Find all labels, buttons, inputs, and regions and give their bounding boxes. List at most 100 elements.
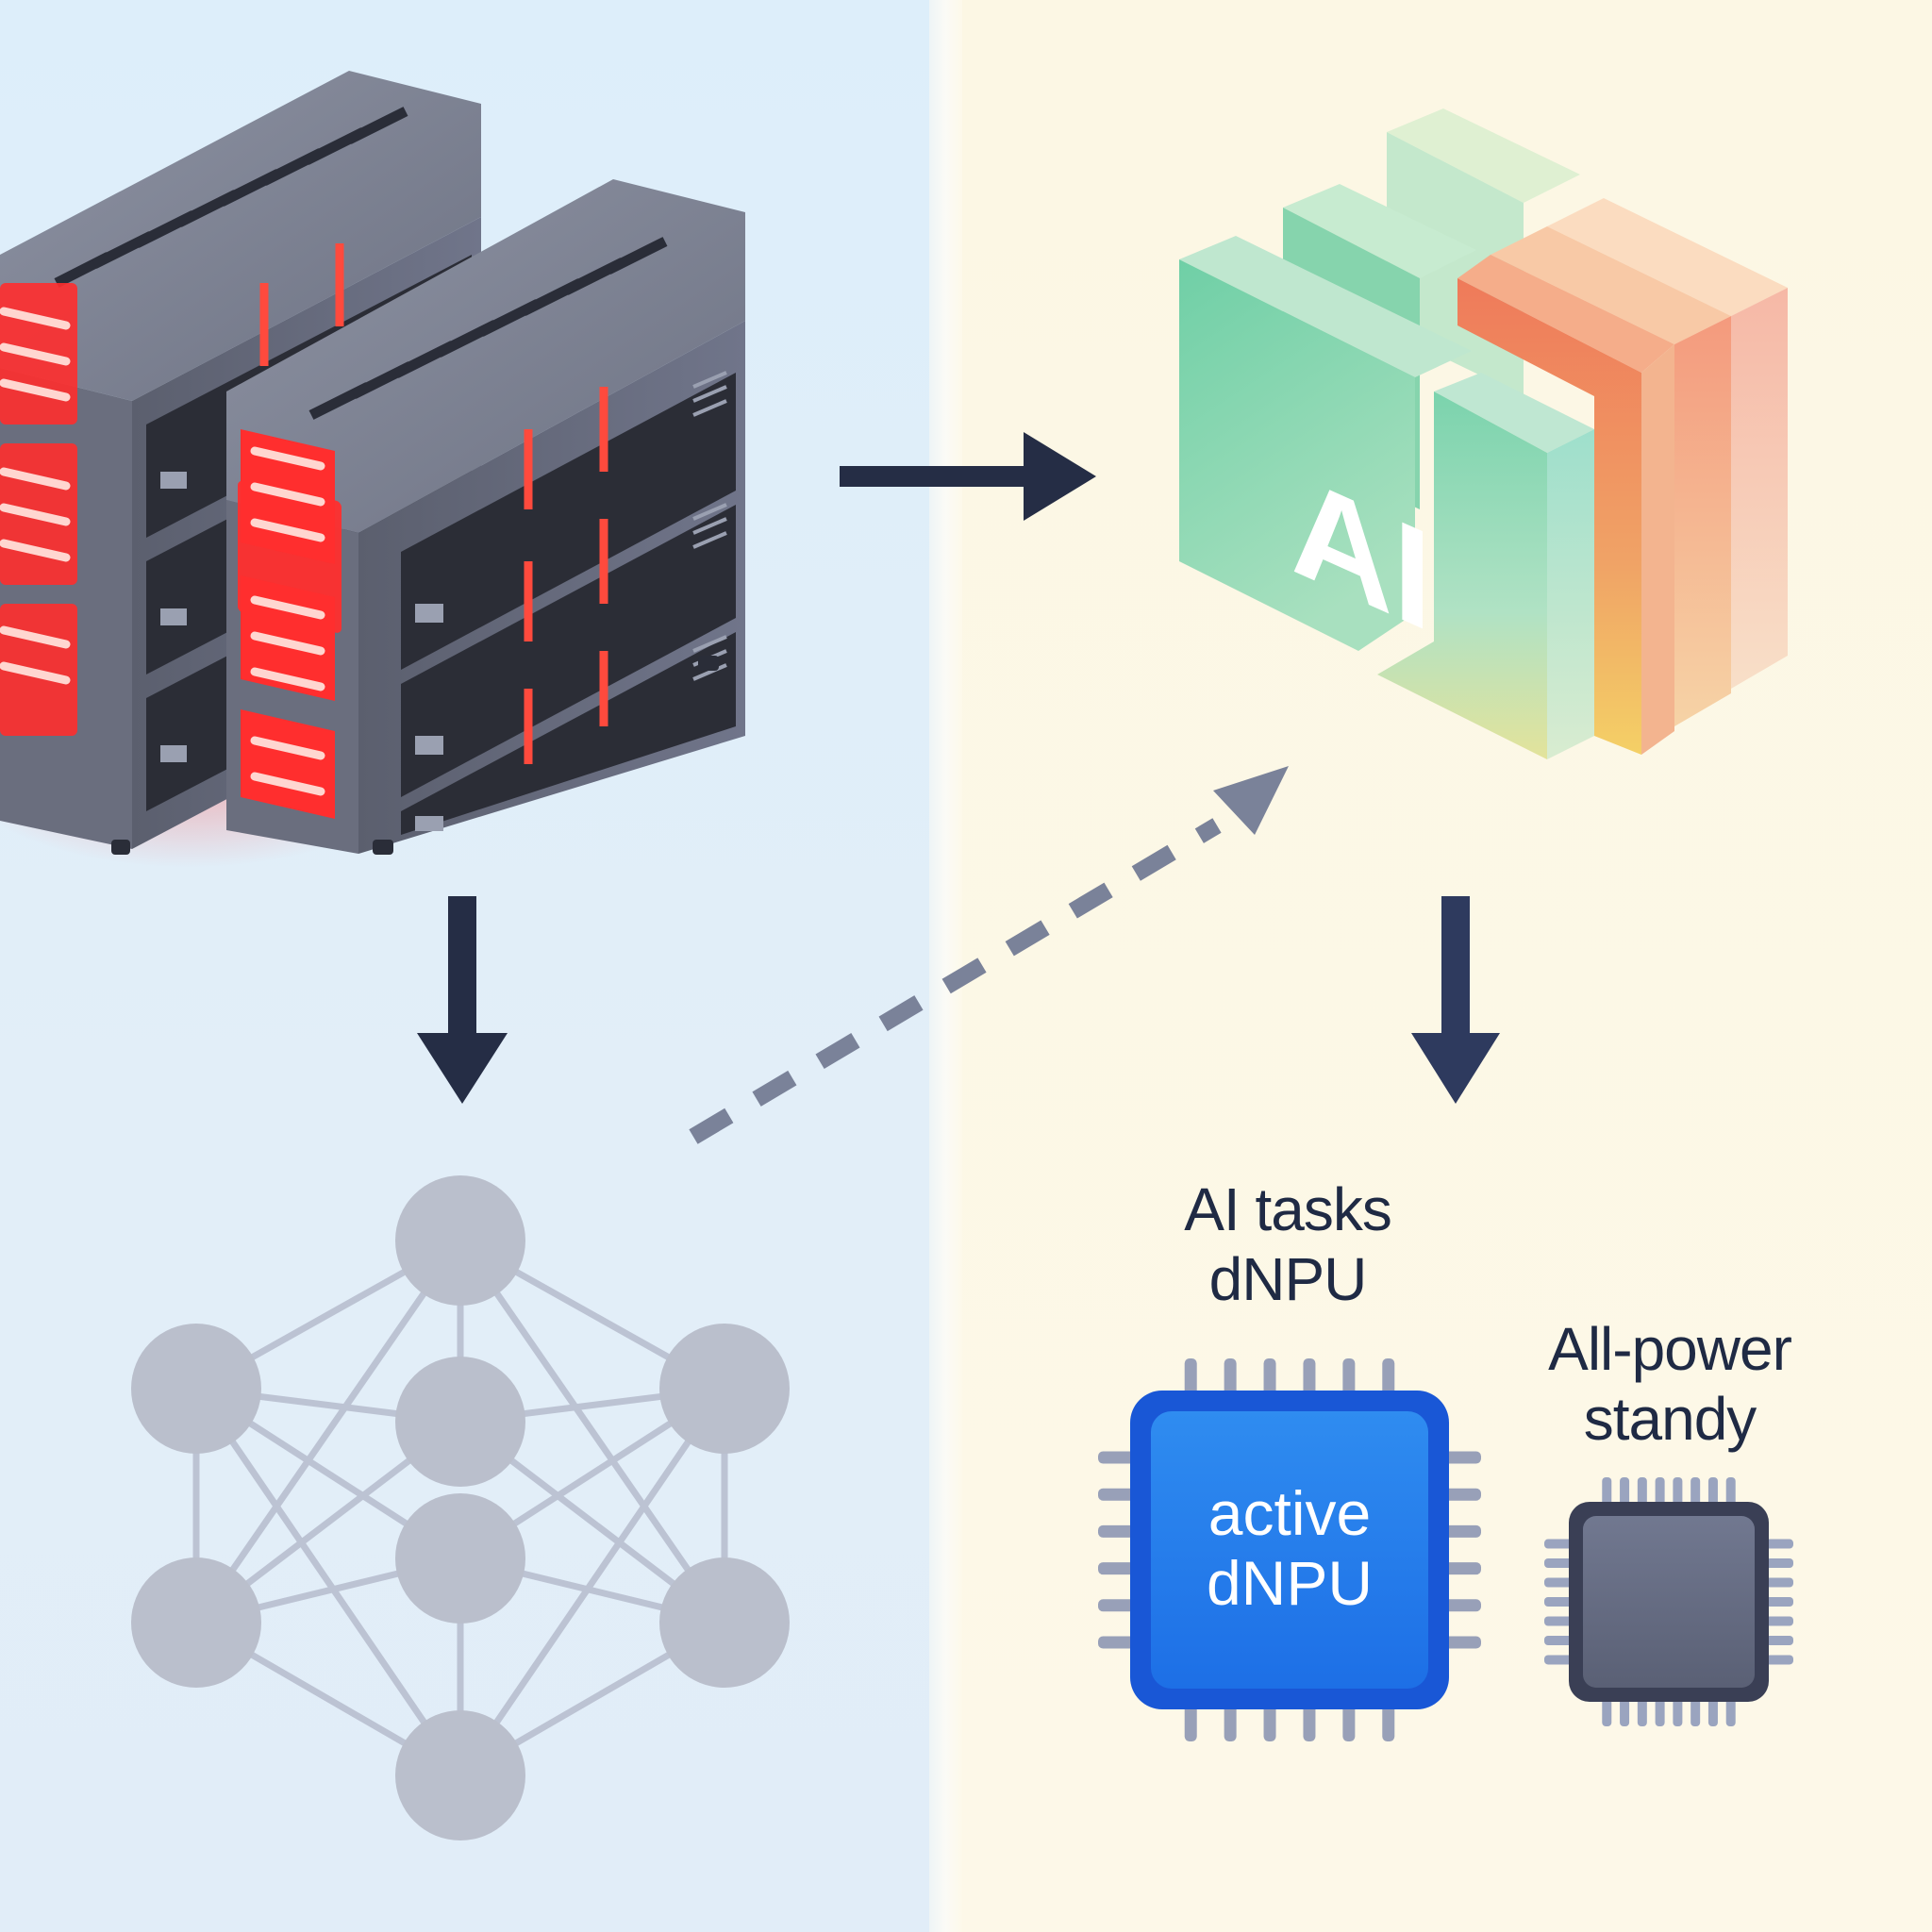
chip-pin [1224, 1358, 1237, 1396]
chip-pin [1707, 1696, 1718, 1726]
ai-slab-side [1547, 429, 1594, 759]
chip-pin [1098, 1599, 1136, 1612]
server-cluster [0, 71, 745, 868]
chip-pin [1443, 1488, 1481, 1501]
chip-pin [1443, 1562, 1481, 1575]
ai-slab-top [1547, 198, 1788, 316]
ai-slab-side [1674, 316, 1731, 726]
active-chip-label-line1: active [1208, 1478, 1372, 1548]
chip-pin [1763, 1597, 1793, 1607]
chip-pin [1184, 1358, 1197, 1396]
ai-slab-top [1283, 184, 1476, 278]
ai-front-top [1179, 236, 1472, 377]
rack-foot [698, 656, 719, 671]
chip-pin [1443, 1524, 1481, 1538]
ai-block: AI [1179, 108, 1788, 759]
ai-slab-front [1377, 391, 1547, 759]
ai-tasks-label: AI tasks dNPU [1108, 1174, 1467, 1314]
chip-pin [1620, 1477, 1630, 1507]
network-node [131, 1557, 261, 1688]
chip-pin [1382, 1704, 1395, 1741]
network-node [395, 1357, 525, 1487]
ai-front-face [1179, 259, 1415, 651]
network-node [395, 1710, 525, 1840]
chip-pin [1303, 1358, 1316, 1396]
active-chip-label: active dNPU [1151, 1478, 1428, 1618]
ai-slab-top [1457, 255, 1674, 373]
standby-label-line2: standy [1583, 1385, 1757, 1453]
ai-slab-side [1641, 344, 1674, 755]
network-node [395, 1175, 525, 1306]
chip-pin [1763, 1616, 1793, 1626]
active-dnpu-chip [1098, 1358, 1481, 1741]
ai-slab-front [1457, 278, 1641, 755]
chip-pin [1655, 1477, 1665, 1507]
chip-pin [1443, 1636, 1481, 1649]
rack-top [0, 71, 481, 401]
chip-pin [1098, 1562, 1136, 1575]
chip-die [1151, 1411, 1428, 1689]
rack-side-light-bars [250, 446, 325, 796]
network-node [131, 1324, 261, 1454]
chip-pin [1224, 1704, 1237, 1741]
chip-pin [1098, 1451, 1136, 1464]
chip-pin [1690, 1696, 1701, 1726]
arrow-head-down-icon [1411, 1033, 1500, 1104]
arrow-head-down-icon [417, 1033, 508, 1104]
chip-pin [1725, 1696, 1736, 1726]
network-node [659, 1324, 790, 1454]
chip-die [1583, 1516, 1755, 1688]
chip-pin [1443, 1451, 1481, 1464]
chip-pin [1655, 1696, 1665, 1726]
chip-pin [1544, 1577, 1574, 1588]
rack-foot [373, 840, 393, 855]
chip-pin [1342, 1358, 1356, 1396]
ai-tasks-label-line2: dNPU [1208, 1245, 1368, 1313]
chip-pin [1763, 1539, 1793, 1549]
chip-pin [1263, 1704, 1276, 1741]
chip-pin [1602, 1477, 1612, 1507]
ai-tasks-label-line1: AI tasks [1184, 1175, 1392, 1243]
ai-slab-side [1731, 288, 1788, 689]
ai-slab-top [1387, 108, 1580, 203]
arrow-head-right-icon [1024, 432, 1096, 521]
arrow-servers-to-ai [840, 432, 1096, 521]
network-node [659, 1557, 790, 1688]
chip-pin [1763, 1655, 1793, 1665]
chip-pin [1673, 1696, 1683, 1726]
chip-pin [1184, 1704, 1197, 1741]
rack-side-light-bars [0, 307, 71, 685]
chip-pin [1098, 1488, 1136, 1501]
rack-units [401, 371, 736, 835]
chip-pin [1544, 1635, 1574, 1645]
network-edge [458, 1387, 727, 1777]
chip-pins [1098, 1358, 1481, 1741]
chip-pin [1602, 1696, 1612, 1726]
chip-pin [1763, 1635, 1793, 1645]
network-edge [458, 1239, 727, 1624]
panel-divider [929, 0, 962, 1932]
unit-vent-grilles [692, 371, 727, 681]
chip-pin [1637, 1477, 1647, 1507]
server-rack-front [226, 179, 745, 855]
chip-pin [1637, 1696, 1647, 1726]
chip-pin [1544, 1616, 1574, 1626]
chip-pin [1673, 1477, 1683, 1507]
chip-pin [1303, 1704, 1316, 1741]
chip-pin [1443, 1599, 1481, 1612]
standby-chip [1544, 1477, 1793, 1726]
chip-pin [1098, 1524, 1136, 1538]
rack-top-vents [54, 107, 408, 288]
chip-pin [1098, 1636, 1136, 1649]
neural-network-nodes [131, 1175, 790, 1840]
ai-slab-top [1434, 373, 1594, 453]
chip-pins [1544, 1477, 1793, 1726]
chip-pin [1725, 1477, 1736, 1507]
chip-pin [1544, 1655, 1574, 1665]
chip-pin [1342, 1704, 1356, 1741]
chip-pin [1544, 1539, 1574, 1549]
active-chip-label-line2: dNPU [1206, 1548, 1374, 1618]
arrow-ai-to-chip [1411, 896, 1500, 1104]
chip-pin [1690, 1477, 1701, 1507]
